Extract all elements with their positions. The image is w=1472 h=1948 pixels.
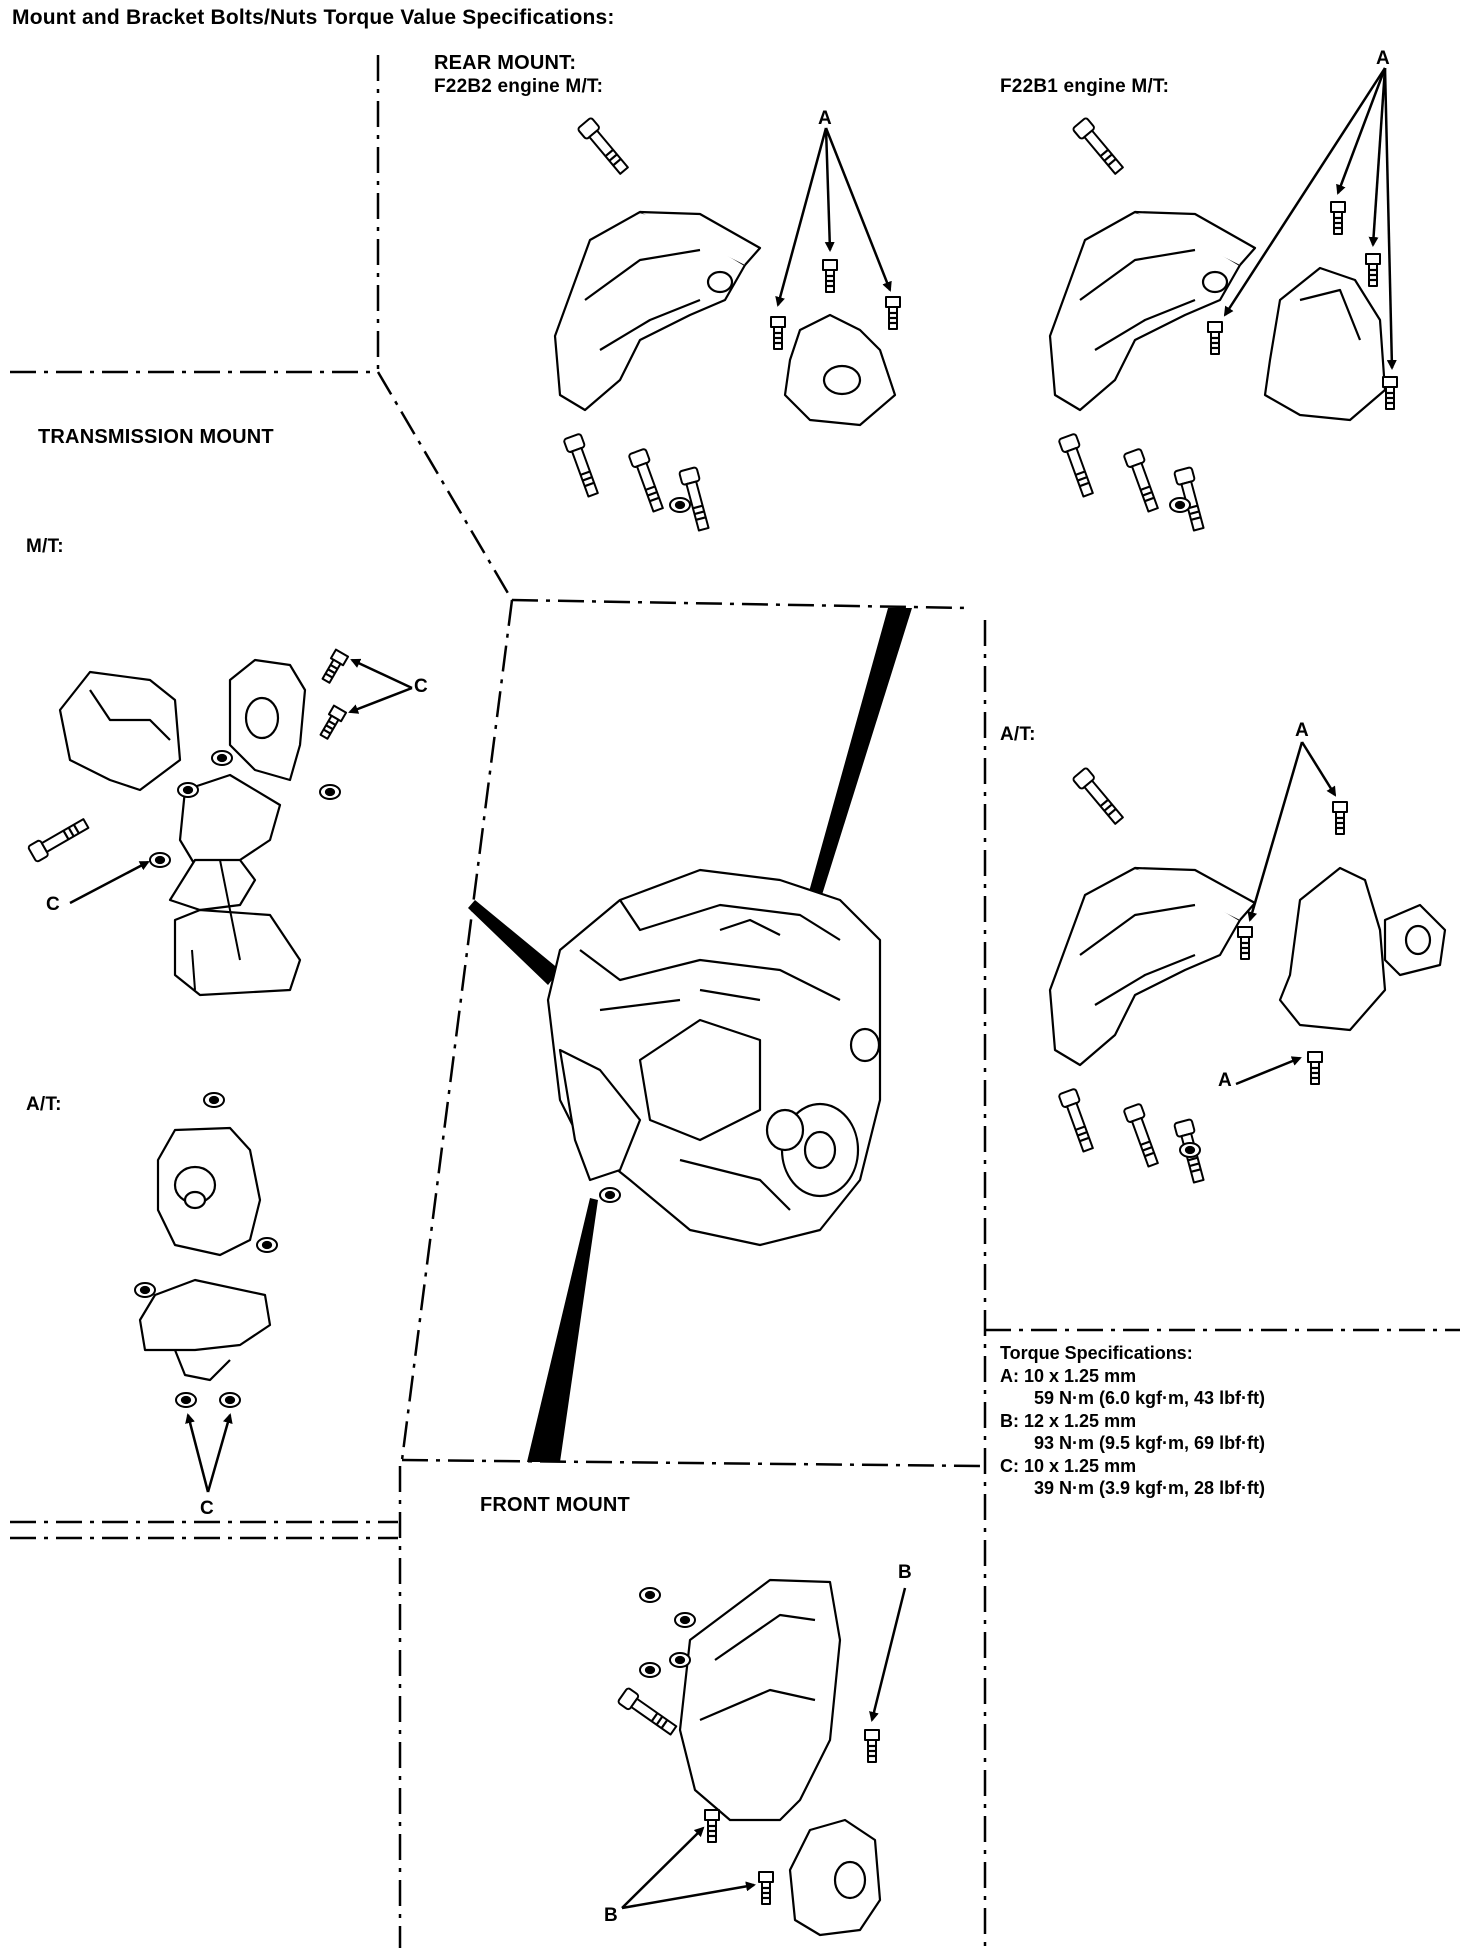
- torque-specifications: Torque Specifications: A: 10 x 1.25 mm 5…: [1000, 1342, 1265, 1500]
- torque-c-size: C: 10 x 1.25 mm: [1000, 1455, 1137, 1476]
- callout-a-arrows-at: [1235, 741, 1337, 1086]
- transmission-mount-at-illustration: [133, 1091, 279, 1409]
- callout-c-arrows-mt: [69, 658, 413, 905]
- callout-a-f22b1: A: [1376, 48, 1390, 69]
- callout-a-at-bottom: A: [1218, 1070, 1232, 1091]
- callout-c-at: C: [200, 1498, 214, 1519]
- torque-heading: Torque Specifications:: [1000, 1343, 1193, 1363]
- torque-c-value: 39 N·m (3.9 kgf·m, 28 lbf·ft): [1034, 1478, 1266, 1498]
- section-dividers: [10, 55, 1460, 1948]
- front-mount-illustration: [616, 1578, 882, 1937]
- callout-b-bottom: B: [604, 1905, 618, 1926]
- callout-a-f22b2: A: [818, 108, 832, 129]
- rear-mount-f22b1-label: F22B1 engine M/T:: [1000, 76, 1170, 97]
- rear-mount-at-label: A/T:: [1000, 724, 1036, 745]
- page-title: Mount and Bracket Bolts/Nuts Torque Valu…: [12, 6, 615, 29]
- torque-a-size: A: 10 x 1.25 mm: [1000, 1365, 1137, 1386]
- callout-b-top: B: [898, 1562, 912, 1583]
- callout-c-mt-left: C: [46, 894, 60, 915]
- callout-c-arrows-at: [185, 1413, 233, 1493]
- transmission-mount-mt-illustration: [26, 648, 350, 997]
- transmission-mount-heading: TRANSMISSION MOUNT: [38, 426, 274, 448]
- callout-c-mt-top: C: [414, 676, 428, 697]
- rear-mount-heading: REAR MOUNT:: [434, 52, 577, 74]
- rear-mount-f22b2-label: F22B2 engine M/T:: [434, 76, 604, 97]
- callout-a-arrows-f22b1: [1223, 67, 1397, 370]
- callout-a-arrows-f22b2: [775, 127, 892, 307]
- leader-wedges: [468, 608, 912, 1462]
- transmission-mount-at-label: A/T:: [26, 1094, 62, 1115]
- rear-mount-f22b1-illustration: [1048, 116, 1399, 533]
- torque-a-value: 59 N·m (6.0 kgf·m, 43 lbf·ft): [1034, 1388, 1266, 1408]
- callout-a-at-top: A: [1295, 720, 1309, 741]
- callout-b-arrows: [621, 1587, 907, 1910]
- engine-illustration: [546, 868, 882, 1247]
- front-mount-heading: FRONT MOUNT: [480, 1494, 630, 1516]
- torque-b-size: B: 12 x 1.25 mm: [1000, 1410, 1137, 1431]
- torque-b-value: 93 N·m (9.5 kgf·m, 69 lbf·ft): [1034, 1433, 1266, 1453]
- rear-mount-f22b2-illustration: [553, 116, 902, 533]
- transmission-mount-mt-label: M/T:: [26, 536, 64, 557]
- rear-mount-at-illustration: [1048, 766, 1447, 1185]
